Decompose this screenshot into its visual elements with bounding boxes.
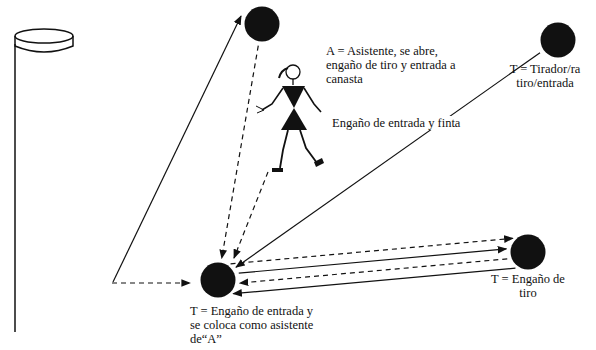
pass-arrow [222, 46, 259, 259]
player-shoe [272, 168, 283, 172]
player-marker [201, 263, 236, 298]
role-note: A = Asistente, se abre, engaño de tiro y… [326, 44, 466, 86]
movement-arrow [234, 172, 268, 258]
player-leg [280, 130, 288, 168]
basket-net [15, 36, 73, 52]
player-shoe [314, 158, 324, 167]
player-marker [511, 235, 546, 270]
pass-arrow [231, 238, 513, 263]
player-figure [256, 65, 324, 172]
player-circle: A = Asistente, se abre, engaño de tiro y… [244, 6, 280, 42]
pass-arrow [233, 268, 515, 293]
pass-arrow [239, 249, 507, 273]
player-marker [541, 23, 576, 58]
player-ponytail [279, 68, 288, 78]
player-leg [300, 130, 317, 163]
player-circle: T = Tirador/ra tiro/entrada [540, 22, 576, 58]
pass-arrow [236, 53, 540, 268]
movement-arrow [112, 282, 190, 283]
move-note: Engaño de entrada y finta [330, 116, 462, 130]
basket-pole [14, 44, 16, 332]
role-note: T = Tirador/ra tiro/entrada [499, 62, 591, 90]
role-note: T = Engaño de entrada y se coloca como a… [190, 304, 322, 346]
player-marker [245, 7, 280, 42]
player-marker [540, 22, 576, 58]
player-head [286, 65, 300, 79]
player-neck [292, 79, 293, 85]
player-circle: T = Engaño de entrada y se coloca como a… [200, 262, 236, 298]
player-arm [304, 88, 321, 112]
role-note: T = Engaño de tiro [490, 272, 566, 300]
player-hand [256, 106, 264, 113]
player-marker [200, 262, 236, 298]
player-arm [262, 88, 283, 110]
basket-rim [15, 29, 73, 43]
player-skirt [281, 108, 307, 130]
pass-arrow [240, 259, 508, 283]
player-marker [510, 234, 546, 270]
movement-arrow [113, 16, 241, 282]
player-circle: T = Engaño de tiro [510, 234, 546, 270]
player-torso [282, 86, 305, 108]
player-marker [244, 6, 280, 42]
basket [15, 29, 73, 332]
